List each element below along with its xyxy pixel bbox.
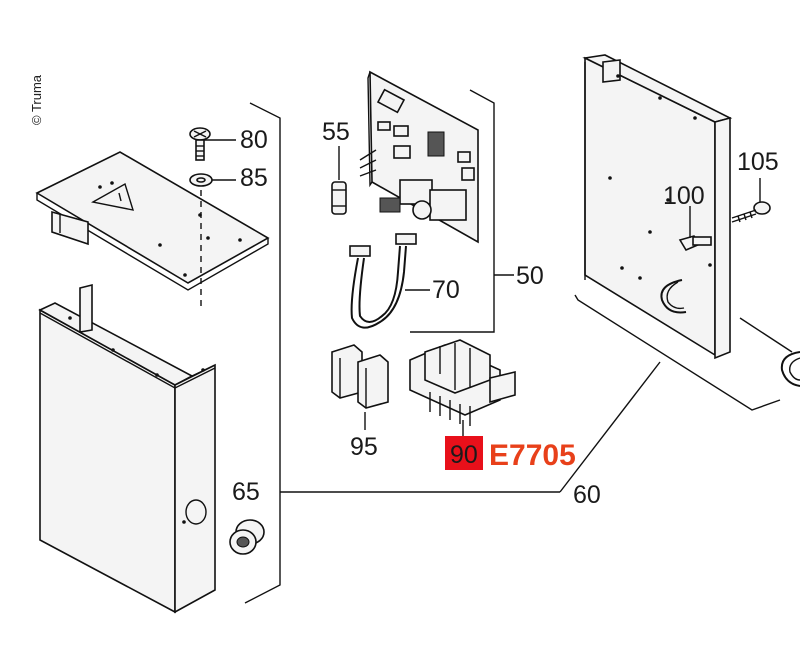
label-80: 80 xyxy=(240,126,268,154)
label-50: 50 xyxy=(516,262,544,290)
copyright-text: © Truma xyxy=(29,74,44,125)
label-85: 85 xyxy=(240,164,268,192)
screw-105-icon xyxy=(731,201,771,223)
part-code: E7705 xyxy=(489,439,576,472)
circuit-board xyxy=(359,70,479,244)
label-65: 65 xyxy=(232,478,260,506)
housing xyxy=(38,283,216,614)
clip-icon xyxy=(780,351,800,387)
grommet-65-icon xyxy=(229,519,265,555)
label-105: 105 xyxy=(737,148,779,176)
label-100: 100 xyxy=(663,182,705,210)
fuse-55-icon xyxy=(331,181,347,215)
mounting-plate xyxy=(582,54,733,360)
transformer-90-icon xyxy=(409,339,516,426)
highlight-box xyxy=(445,436,483,470)
cable-70-icon xyxy=(349,233,417,329)
pin-100-icon xyxy=(678,235,712,252)
label-90: 90 xyxy=(450,441,478,469)
washer-85-icon xyxy=(189,173,213,187)
relay-95-icon xyxy=(331,344,389,409)
label-55: 55 xyxy=(322,118,350,146)
label-60: 60 xyxy=(573,481,601,509)
label-95: 95 xyxy=(350,433,378,461)
cover-plate xyxy=(35,151,270,291)
screw-80-icon xyxy=(189,127,211,161)
label-70: 70 xyxy=(432,276,460,304)
